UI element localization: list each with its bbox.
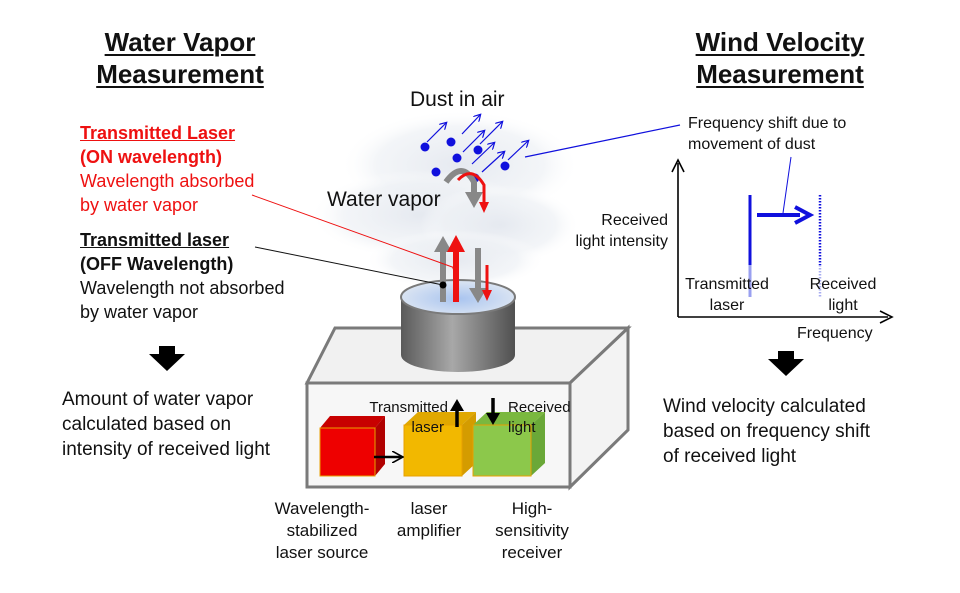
water-vapor-title: Water Vapor Measurement (96, 27, 264, 89)
right-result-arrow-icon (768, 351, 804, 376)
dust-label: Dust in air (410, 88, 505, 111)
receiver-label: High- sensitivity receiver (495, 499, 569, 562)
dust-leader-line (524, 124, 681, 158)
on-laser-leader-line (251, 194, 456, 269)
frequency-shift-arrow (757, 205, 815, 225)
received-light-label: Received light (508, 399, 571, 436)
off-laser-subheading: (OFF Wavelength) (80, 254, 234, 274)
laser-source-label: Wavelength- stabilized laser source (274, 499, 370, 562)
on-laser-leader-dot (452, 265, 458, 271)
dust-particle (473, 145, 483, 155)
dust-particle (431, 167, 441, 177)
off-laser-leader-line (254, 246, 444, 286)
backscatter-arrows (443, 168, 489, 213)
transmitted-peak-label: Transmitted laser (685, 276, 769, 314)
dust-particle (420, 142, 430, 152)
x-axis-label: Frequency (797, 325, 873, 342)
wind-velocity-title: Wind Velocity Measurement (695, 27, 865, 89)
dust-particle (452, 153, 462, 163)
received-down-arrow (486, 398, 500, 425)
water-vapor-label: Water vapor (327, 188, 441, 211)
water-vapor-result: Amount of water vapor calculated based o… (62, 389, 271, 460)
off-laser-heading: Transmitted laser (80, 230, 230, 250)
laser-beam-arrows (434, 235, 492, 303)
y-axis-label: Received light intensity (575, 212, 669, 250)
transmitted-laser-label: Transmitted laser (369, 399, 448, 436)
left-result-arrow-icon (149, 346, 185, 371)
on-laser-subheading: (ON wavelength) (80, 147, 223, 167)
laser-source-cube (319, 416, 385, 477)
on-laser-heading: Transmitted Laser (80, 123, 236, 143)
shift-note-leader-line (782, 156, 792, 214)
off-laser-leader-dot (439, 281, 447, 289)
frequency-shift-note: Frequency shift due to movement of dust (688, 115, 847, 153)
received-peak-label: Received light (809, 276, 877, 314)
off-wavelength-annotation: Transmitted laser (OFF Wavelength) Wavel… (80, 228, 340, 324)
laser-amplifier-label: laser amplifier (396, 499, 462, 540)
dust-particle (446, 137, 456, 147)
spectrum-axes (671, 158, 894, 324)
wind-velocity-result: Wind velocity calculated based on freque… (663, 396, 871, 467)
dust-particle (500, 161, 510, 171)
transmitted-up-arrow (450, 399, 464, 427)
dust-motion-arrows (426, 115, 528, 173)
on-wavelength-annotation: Transmitted Laser (ON wavelength) Wavele… (80, 121, 320, 217)
